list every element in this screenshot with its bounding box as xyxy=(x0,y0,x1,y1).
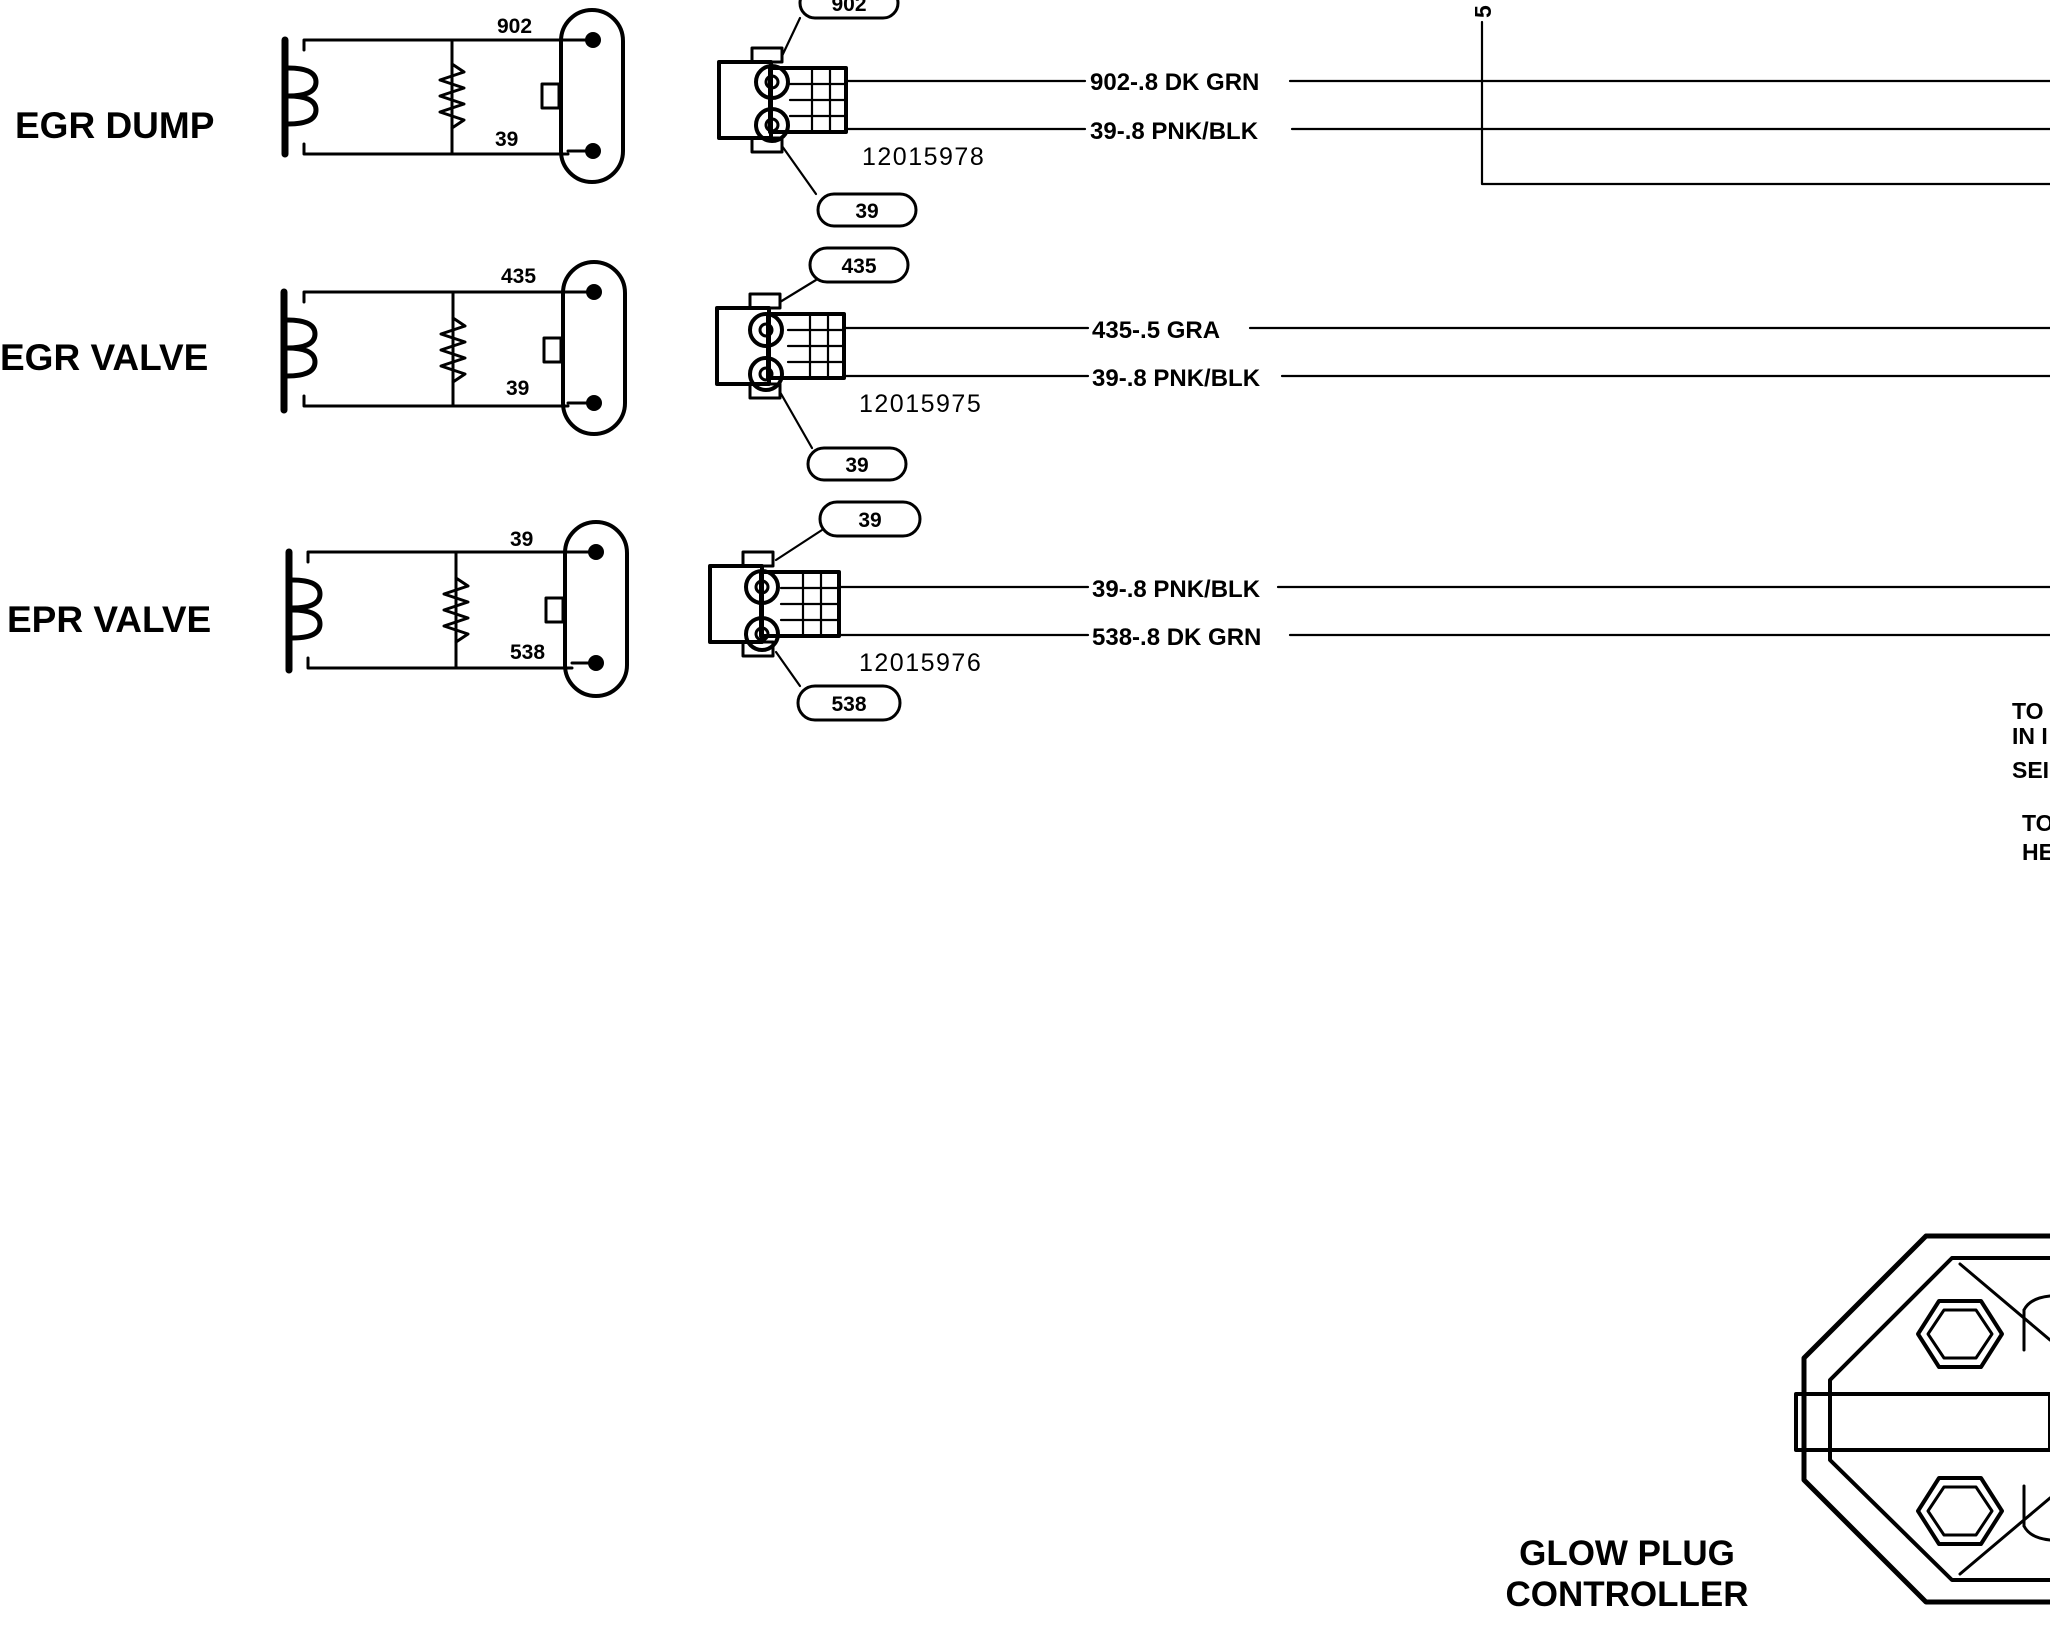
egr-dump-wire-bottom-label: 39-.8 PNK/BLK xyxy=(1090,118,1259,145)
glow-plug-controller-housing-icon xyxy=(1794,1233,2050,1605)
note-1-line-1: TO xyxy=(2012,698,2044,724)
egr-valve-pin-top: 435 xyxy=(501,265,536,288)
egr-valve-wire-top-label: 435-.5 GRA xyxy=(1092,317,1220,344)
egr-dump-pin-bottom: 39 xyxy=(495,128,518,151)
upper-terminal-nut-icon xyxy=(1916,1294,2050,1369)
epr-valve-solenoid-icon xyxy=(285,548,574,674)
epr-valve-component: EPR VALVE 39 538 xyxy=(7,500,2050,722)
epr-valve-harness-plug-icon xyxy=(708,528,841,688)
egr-valve-connector-body-icon xyxy=(542,260,627,436)
egr-valve-part-number: 12015975 xyxy=(859,390,982,418)
egr-valve-tag-bottom-label: 39 xyxy=(845,454,868,477)
egr-valve-pin-bottom: 39 xyxy=(506,377,529,400)
egr-dump-tag-bottom xyxy=(816,192,918,228)
egr-dump-tag-bottom-label: 39 xyxy=(855,200,878,223)
egr-dump-connector-body-icon xyxy=(540,8,625,184)
egr-dump-solenoid-icon xyxy=(281,36,570,158)
egr-dump-tag-top xyxy=(798,0,900,20)
epr-valve-part-number: 12015976 xyxy=(859,649,982,677)
right-edge-notes: TO IN I SEI TO HE xyxy=(2012,698,2050,865)
egr-dump-harness-plug-icon xyxy=(717,16,848,196)
epr-valve-wire-top-label: 39-.8 PNK/BLK xyxy=(1092,576,1261,603)
note-1-line-2: IN I xyxy=(2012,723,2048,749)
ground-bus: 5 xyxy=(1470,5,2050,186)
egr-valve-tag-bottom xyxy=(806,446,908,482)
note-2-line-1: TO xyxy=(2022,810,2050,836)
bus-label: 5 xyxy=(1470,5,1496,18)
lower-terminal-nut-icon xyxy=(1916,1476,2050,1546)
glow-plug-title-line-1: GLOW PLUG xyxy=(1519,1534,1735,1573)
epr-valve-wire-bottom-label: 538-.8 DK GRN xyxy=(1092,624,1261,651)
epr-valve-title: EPR VALVE xyxy=(7,599,211,640)
egr-valve-tag-top xyxy=(808,246,910,284)
egr-valve-tag-top-label: 435 xyxy=(841,255,876,278)
glow-plug-controller: GLOW PLUG CONTROLLER xyxy=(1505,1233,2050,1614)
egr-dump-title: EGR DUMP xyxy=(15,105,214,146)
egr-dump-wire-top-label: 902-.8 DK GRN xyxy=(1090,69,1259,96)
egr-dump-pin-top: 902 xyxy=(497,15,532,38)
egr-dump-component: EGR DUMP 902 39 xyxy=(15,0,2050,228)
egr-valve-title: EGR VALVE xyxy=(0,337,208,378)
egr-valve-component: EGR VALVE 435 39 xyxy=(0,246,2050,482)
epr-valve-connector-body-icon xyxy=(544,520,629,698)
epr-valve-tag-bottom xyxy=(796,684,902,722)
egr-valve-harness-plug-icon xyxy=(715,278,846,450)
egr-dump-part-number: 12015978 xyxy=(862,143,985,171)
egr-dump-tag-top-label: 902 xyxy=(831,0,866,16)
epr-valve-pin-top: 39 xyxy=(510,528,533,551)
egr-valve-wire-bottom-label: 39-.8 PNK/BLK xyxy=(1092,365,1261,392)
epr-valve-tag-top-label: 39 xyxy=(858,509,881,532)
epr-valve-pin-bottom: 538 xyxy=(510,641,545,664)
glow-plug-title-line-2: CONTROLLER xyxy=(1505,1575,1748,1614)
note-1-line-3: SEI xyxy=(2012,757,2049,783)
note-2-line-2: HE xyxy=(2022,839,2050,865)
epr-valve-tag-top xyxy=(818,500,922,538)
epr-valve-tag-bottom-label: 538 xyxy=(831,693,866,716)
egr-valve-solenoid-icon xyxy=(280,288,570,414)
